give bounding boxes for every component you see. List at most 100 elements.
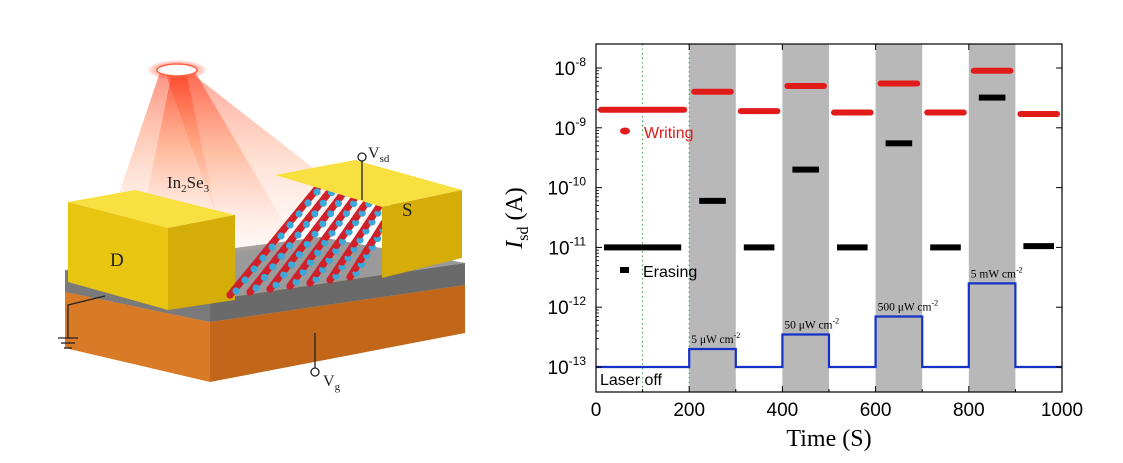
x-tick-label: 400 xyxy=(767,400,799,421)
se-atom xyxy=(322,193,330,201)
se-atom xyxy=(344,249,352,257)
laser-trace xyxy=(596,282,1062,369)
se-atom xyxy=(359,204,367,212)
se-atom xyxy=(336,213,344,221)
x-tick-label: 800 xyxy=(953,400,985,421)
legend-writing-label: Writing xyxy=(644,125,694,142)
writing-data-segment xyxy=(970,67,1014,74)
in-atom xyxy=(321,239,329,247)
illumination-band xyxy=(968,44,1016,392)
in-atom xyxy=(241,276,249,284)
se-atom xyxy=(288,235,296,243)
se-atom xyxy=(346,223,354,231)
se-atom xyxy=(326,251,334,259)
se-atom xyxy=(338,258,346,266)
writing-data-segment xyxy=(1017,111,1060,118)
in-atom xyxy=(232,287,240,295)
se-atom xyxy=(253,258,261,266)
se-atom xyxy=(373,230,381,238)
in-atom xyxy=(269,263,277,271)
in-atom xyxy=(345,228,353,236)
in-atom xyxy=(311,210,319,218)
in-atom xyxy=(260,273,268,281)
annotation-laser-off: Laser off xyxy=(600,372,663,389)
se-atom xyxy=(254,277,262,285)
in-atom xyxy=(342,209,350,217)
erasing-series xyxy=(604,94,1054,251)
se-atom xyxy=(329,223,337,231)
channel-label: In2Se3 xyxy=(167,173,210,195)
nanowire xyxy=(246,178,344,296)
se-atom xyxy=(305,214,313,222)
se-atom xyxy=(362,247,370,255)
in-atom xyxy=(335,219,343,227)
se-atom xyxy=(289,214,297,222)
se-atom xyxy=(308,253,316,261)
in-atom xyxy=(295,250,303,258)
in-atom xyxy=(272,281,280,289)
se-atom xyxy=(313,203,321,211)
in-atom xyxy=(327,210,335,218)
in-atom xyxy=(299,268,307,276)
erasing-data-segment xyxy=(792,166,819,173)
se-atom xyxy=(262,247,270,255)
in-atom xyxy=(325,256,333,264)
se-atom xyxy=(280,246,288,254)
x-tick-label: 200 xyxy=(673,400,705,421)
in-atom xyxy=(313,188,321,196)
se-atom xyxy=(271,256,279,264)
erasing-data-segment xyxy=(837,244,868,251)
se-atom xyxy=(328,203,336,211)
drain-label: D xyxy=(110,250,124,271)
in-atom xyxy=(250,265,258,273)
se-atom xyxy=(322,233,330,241)
in-atom xyxy=(356,236,364,244)
se-atom xyxy=(235,280,243,288)
erasing-data-segment xyxy=(699,197,726,204)
green-dotted-lines xyxy=(642,44,690,392)
nanowire xyxy=(286,180,372,290)
in-atom xyxy=(295,210,303,218)
writing-data-segment xyxy=(831,109,874,116)
se-atom xyxy=(307,192,315,200)
in-atom xyxy=(294,231,302,239)
in-atom xyxy=(280,271,288,279)
writing-data-segment xyxy=(691,88,734,95)
illumination-band xyxy=(689,44,736,392)
erasing-data-segment xyxy=(1023,243,1054,250)
in-atom xyxy=(319,199,327,207)
in-atom xyxy=(277,232,285,240)
in-atom xyxy=(328,229,336,237)
source-electrode xyxy=(275,160,462,278)
laser-beam xyxy=(100,60,380,255)
se-atom xyxy=(297,244,305,252)
in-atom xyxy=(288,261,296,269)
se-atom xyxy=(336,193,344,201)
writing-series xyxy=(598,67,1060,118)
in-atom xyxy=(314,249,322,257)
in-atom xyxy=(302,220,310,228)
in-atom xyxy=(277,252,285,260)
se-atom xyxy=(266,285,274,293)
annotation-power-density: 50 μW cm-2 xyxy=(784,316,839,331)
x-axis-title: Time (S) xyxy=(786,426,871,452)
in-atom xyxy=(344,254,352,262)
se-atom xyxy=(350,240,358,248)
in-atom xyxy=(334,199,342,207)
se-atom xyxy=(244,269,252,277)
vg-label: Vg xyxy=(323,373,341,393)
legend-erasing-label: Erasing xyxy=(643,264,697,281)
in-atom xyxy=(332,247,340,255)
erasing-data-segment xyxy=(885,140,913,147)
in-atom xyxy=(319,266,327,274)
se-atom xyxy=(344,204,352,212)
y-tick-label: 10-13 xyxy=(548,354,587,379)
se-atom xyxy=(246,288,254,296)
se-atom xyxy=(332,241,340,249)
in-atom xyxy=(362,227,370,235)
y-axis-title: Isd (A) xyxy=(502,187,532,250)
nanowire xyxy=(226,177,330,299)
